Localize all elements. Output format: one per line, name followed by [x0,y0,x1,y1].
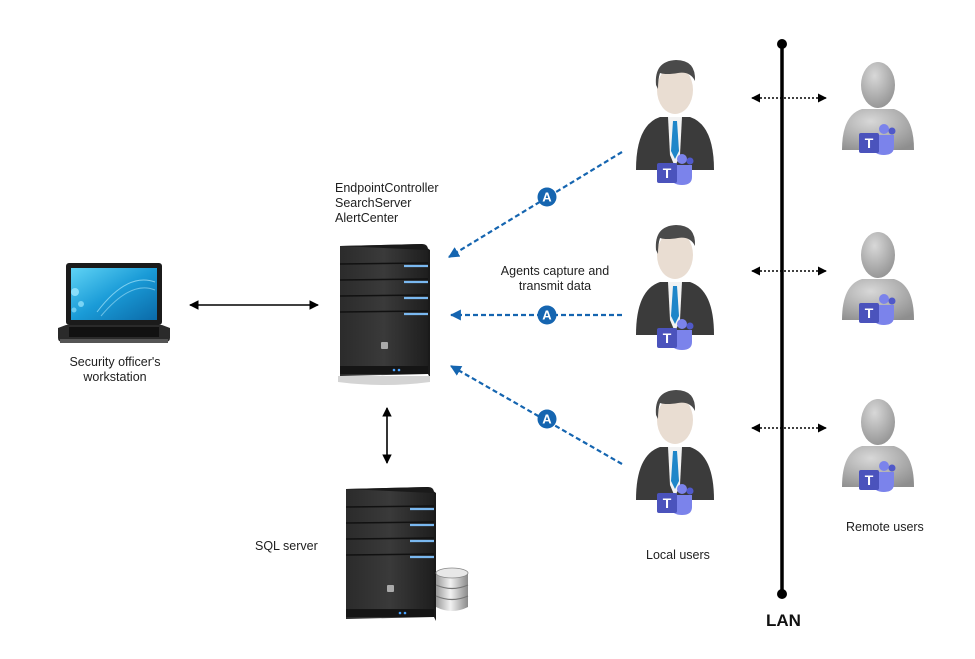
service-search-server: SearchServer [335,196,412,210]
remote-user-1: T [838,55,918,160]
agent-note-line1: Agents capture and [500,264,610,278]
lan-label: LAN [766,611,801,630]
svg-text:T: T [663,330,672,346]
svg-text:T: T [865,135,874,151]
teams-icon: T [858,460,896,499]
teams-icon: T [858,123,896,162]
teams-icon: T [656,153,694,192]
workstation-label-line1: Security officer's [69,355,161,369]
agent-arrow-top [448,151,623,258]
svg-text:T: T [663,495,672,511]
database-icon [434,565,470,620]
svg-text:T: T [865,472,874,488]
svg-text:A: A [542,308,552,323]
svg-text:T: T [865,305,874,321]
main-server-icon [334,242,434,393]
businessman-icon [636,390,714,500]
local-user-3: T [630,385,720,520]
local-users-label: Local users [646,548,710,562]
agent-note-line2: transmit data [518,279,592,293]
agent-arrow-bottom [450,365,623,465]
svg-text:A: A [542,190,552,205]
service-alert-center: AlertCenter [335,211,399,225]
service-endpoint-controller: EndpointController [335,181,439,195]
teams-icon: T [656,483,694,522]
remote-users-label: Remote users [846,520,924,534]
remote-user-3: T [838,392,918,497]
remote-user-2: T [838,225,918,330]
sql-server-icon [340,485,440,636]
agent-badge-bottom: A [537,409,557,434]
teams-icon: T [656,318,694,357]
agent-badge-top: A [537,187,557,212]
teams-icon: T [858,293,896,332]
lan-endpoint-bottom [777,589,787,599]
local-user-2: T [630,220,720,355]
laptop-icon [57,262,172,353]
local-user-1: T [630,55,720,190]
svg-text:A: A [542,412,552,427]
businessman-icon [636,60,714,170]
workstation-label: Security officer's workstation [40,355,190,385]
agent-badge-middle: A [537,305,557,330]
server-services-list: EndpointController SearchServer AlertCen… [335,181,439,226]
workstation-label-line2: workstation [83,370,147,384]
businessman-icon [636,225,714,335]
svg-text:T: T [663,165,672,181]
lan-endpoint-top [777,39,787,49]
agent-note: Agents capture and transmit data [480,264,630,294]
sql-server-label: SQL server [255,539,318,553]
